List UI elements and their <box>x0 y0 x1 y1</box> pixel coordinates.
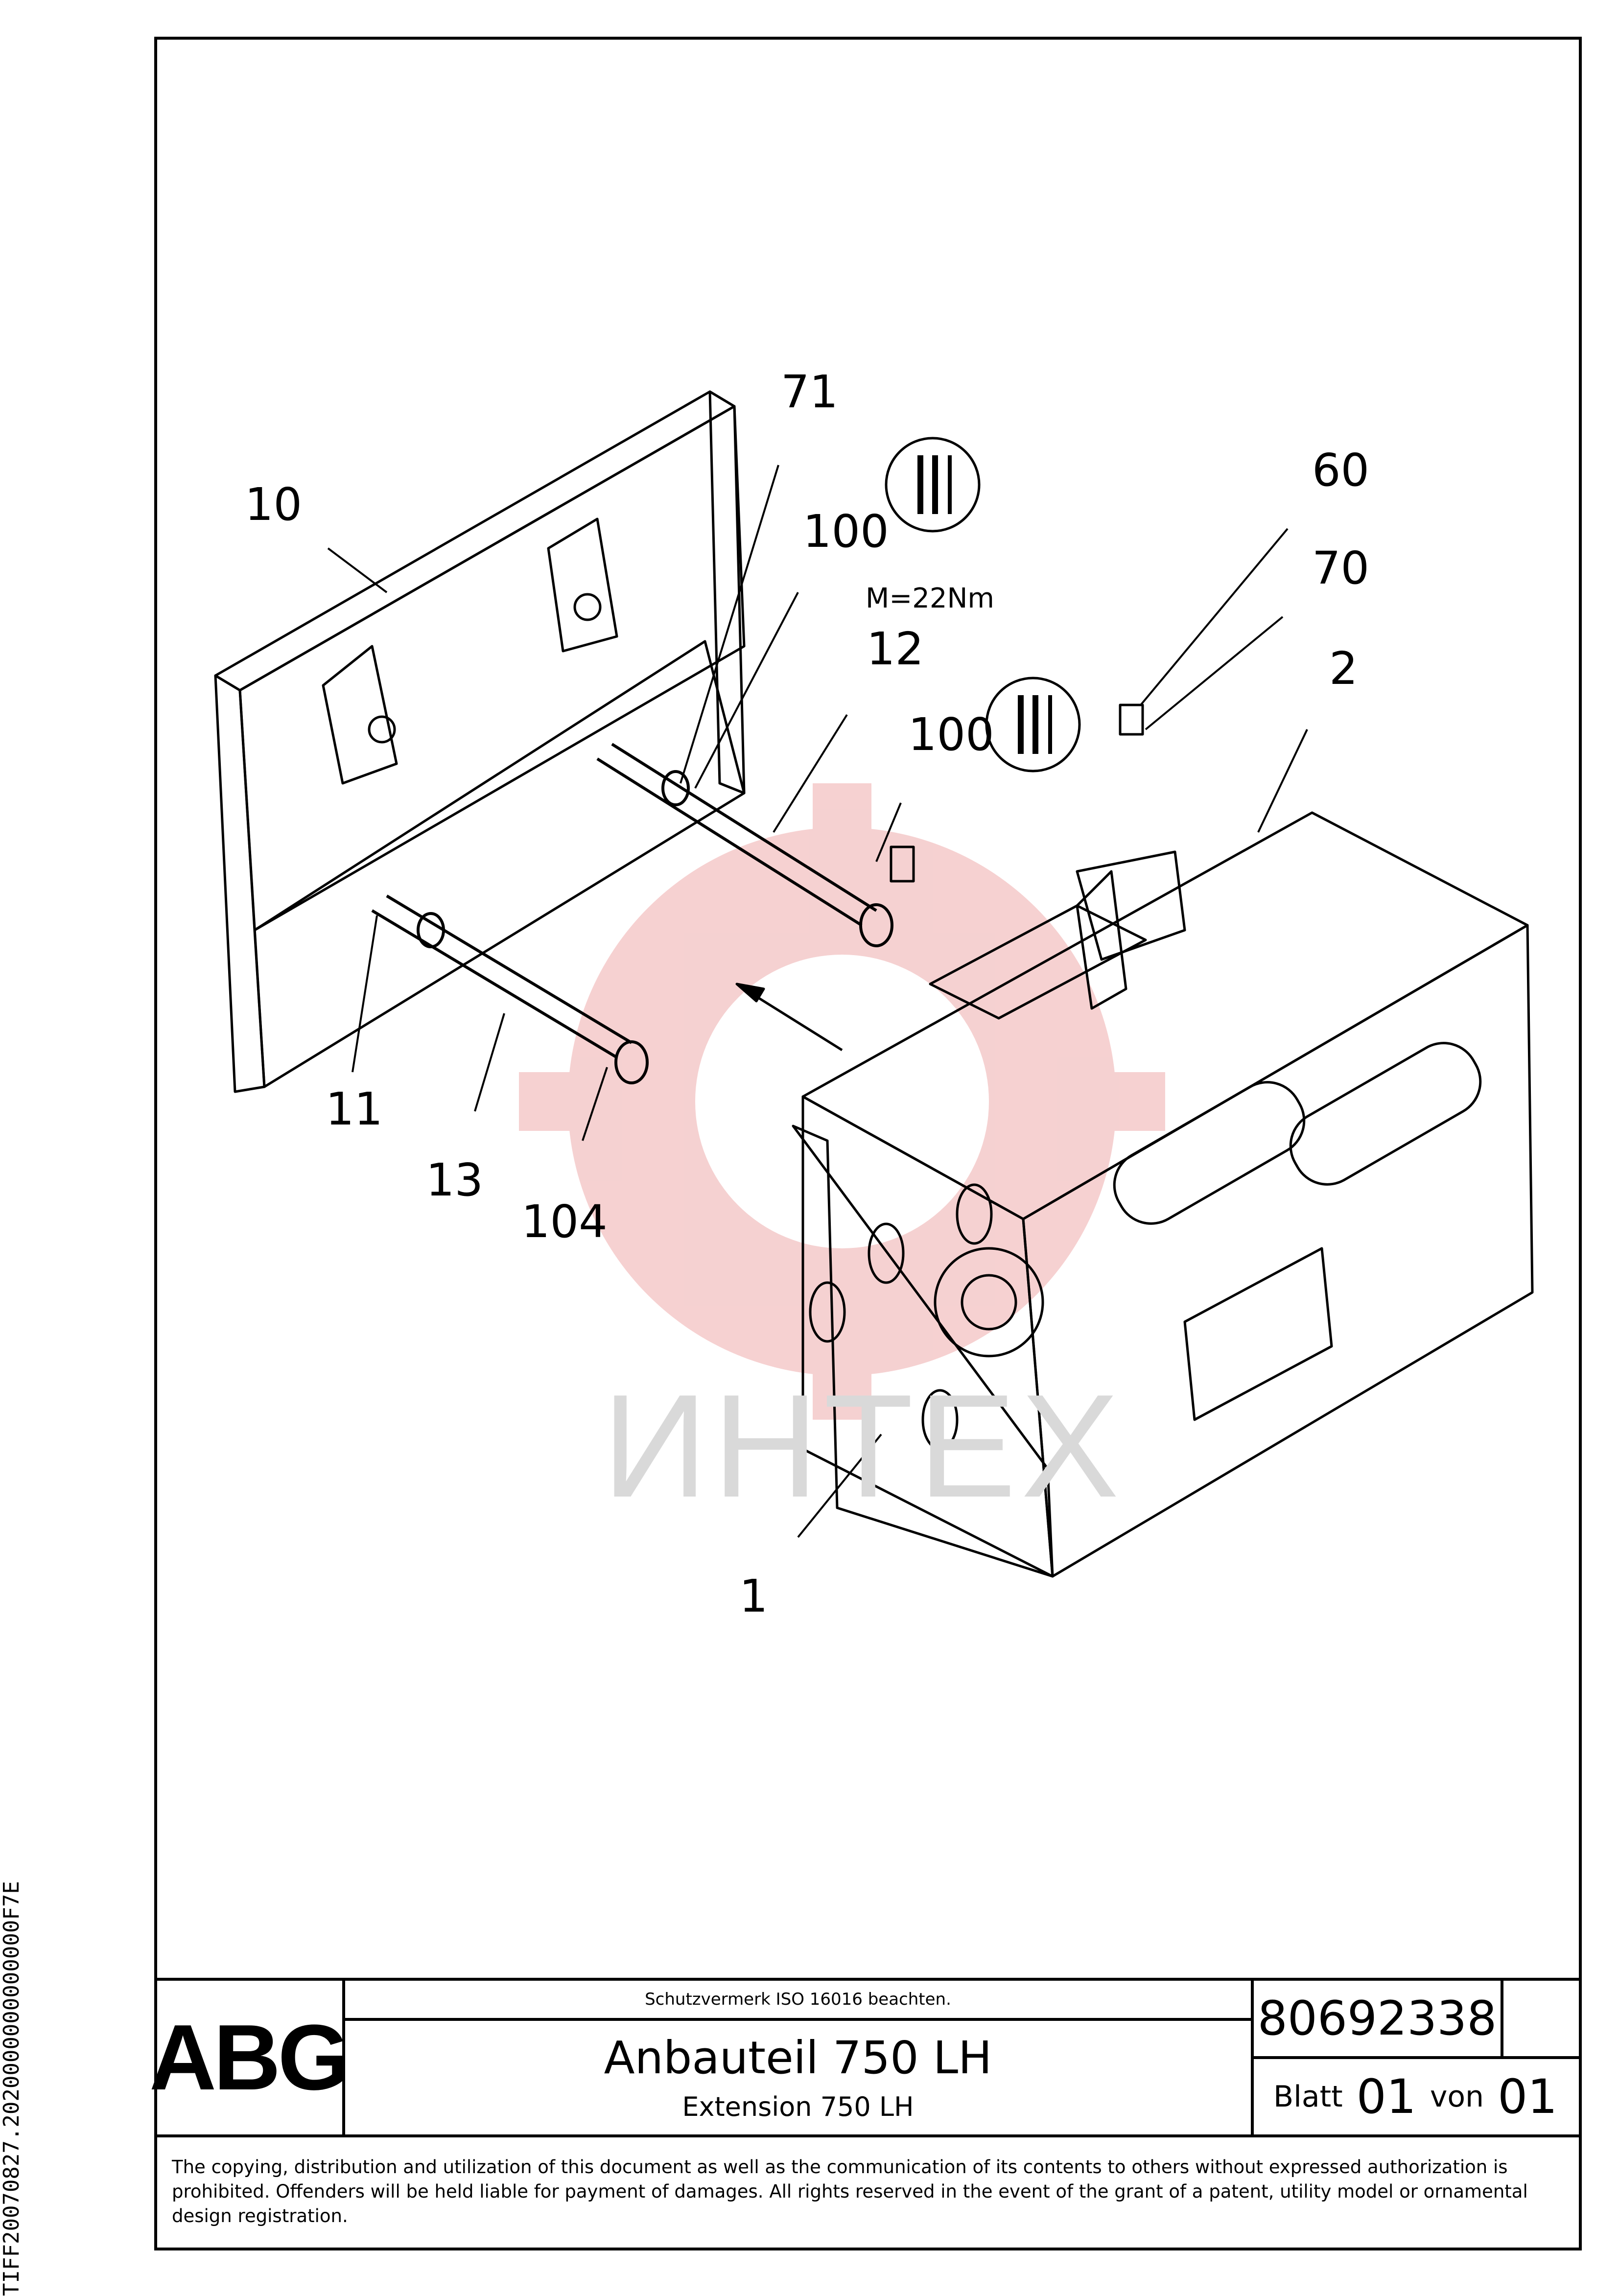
assembly-arrow <box>735 983 843 1052</box>
revision-box <box>1503 1981 1582 2059</box>
callout-13: 13 <box>426 1154 484 1206</box>
sheet-total: 01 <box>1498 2069 1558 2124</box>
sheet-info: Blatt 01 von 01 <box>1254 2059 1585 2134</box>
callout-11: 11 <box>326 1083 383 1135</box>
mounting-plate <box>214 390 746 1093</box>
leader-lines <box>327 465 1308 1538</box>
drawing-info: 80692338 Blatt 01 von 01 <box>1251 1981 1582 2134</box>
lubrication-symbol-1 <box>885 437 981 533</box>
sheet-number: 01 <box>1356 2069 1416 2124</box>
watermark-gear <box>519 783 1165 1420</box>
callout-70: 70 <box>1312 542 1370 594</box>
callout-104: 104 <box>521 1195 608 1248</box>
lubrication-symbol-2 <box>985 677 1081 773</box>
callout-71: 71 <box>781 366 839 418</box>
side-code: TIFF20070827.2020000000000000F7E <box>0 1881 24 2296</box>
sheet-label: Blatt <box>1273 2080 1343 2114</box>
torque-label: M=22Nm <box>866 583 994 614</box>
rods <box>371 743 893 1084</box>
drawing-number: 80692338 <box>1254 1981 1503 2059</box>
title-area: Anbauteil 750 LH Extension 750 LH <box>345 2021 1251 2134</box>
callout-1: 1 <box>739 1570 768 1622</box>
title-block: ABG Schutzvermerk ISO 16016 beachten. An… <box>149 1978 1582 2134</box>
logo: ABG <box>149 1981 350 2134</box>
callout-2: 2 <box>1329 642 1358 695</box>
title-german: Anbauteil 750 LH <box>604 2031 992 2084</box>
bolts <box>890 703 1144 883</box>
callout-10: 10 <box>245 478 303 531</box>
callout-100a: 100 <box>803 505 889 558</box>
logo-text: ABG <box>149 2006 350 2109</box>
drawing-frame <box>154 37 1582 2250</box>
watermark-text: ИНТЕХ <box>602 1363 1124 1528</box>
callout-100b: 100 <box>908 708 994 761</box>
title-english: Extension 750 LH <box>682 2091 914 2123</box>
protection-note: Schutzvermerk ISO 16016 beachten. <box>345 1981 1251 2021</box>
of-label: von <box>1430 2080 1484 2114</box>
callout-60: 60 <box>1312 444 1370 496</box>
copyright-notice: The copying, distribution and utilizatio… <box>154 2134 1582 2250</box>
callout-12: 12 <box>867 623 924 675</box>
main-unit <box>792 811 1534 1578</box>
